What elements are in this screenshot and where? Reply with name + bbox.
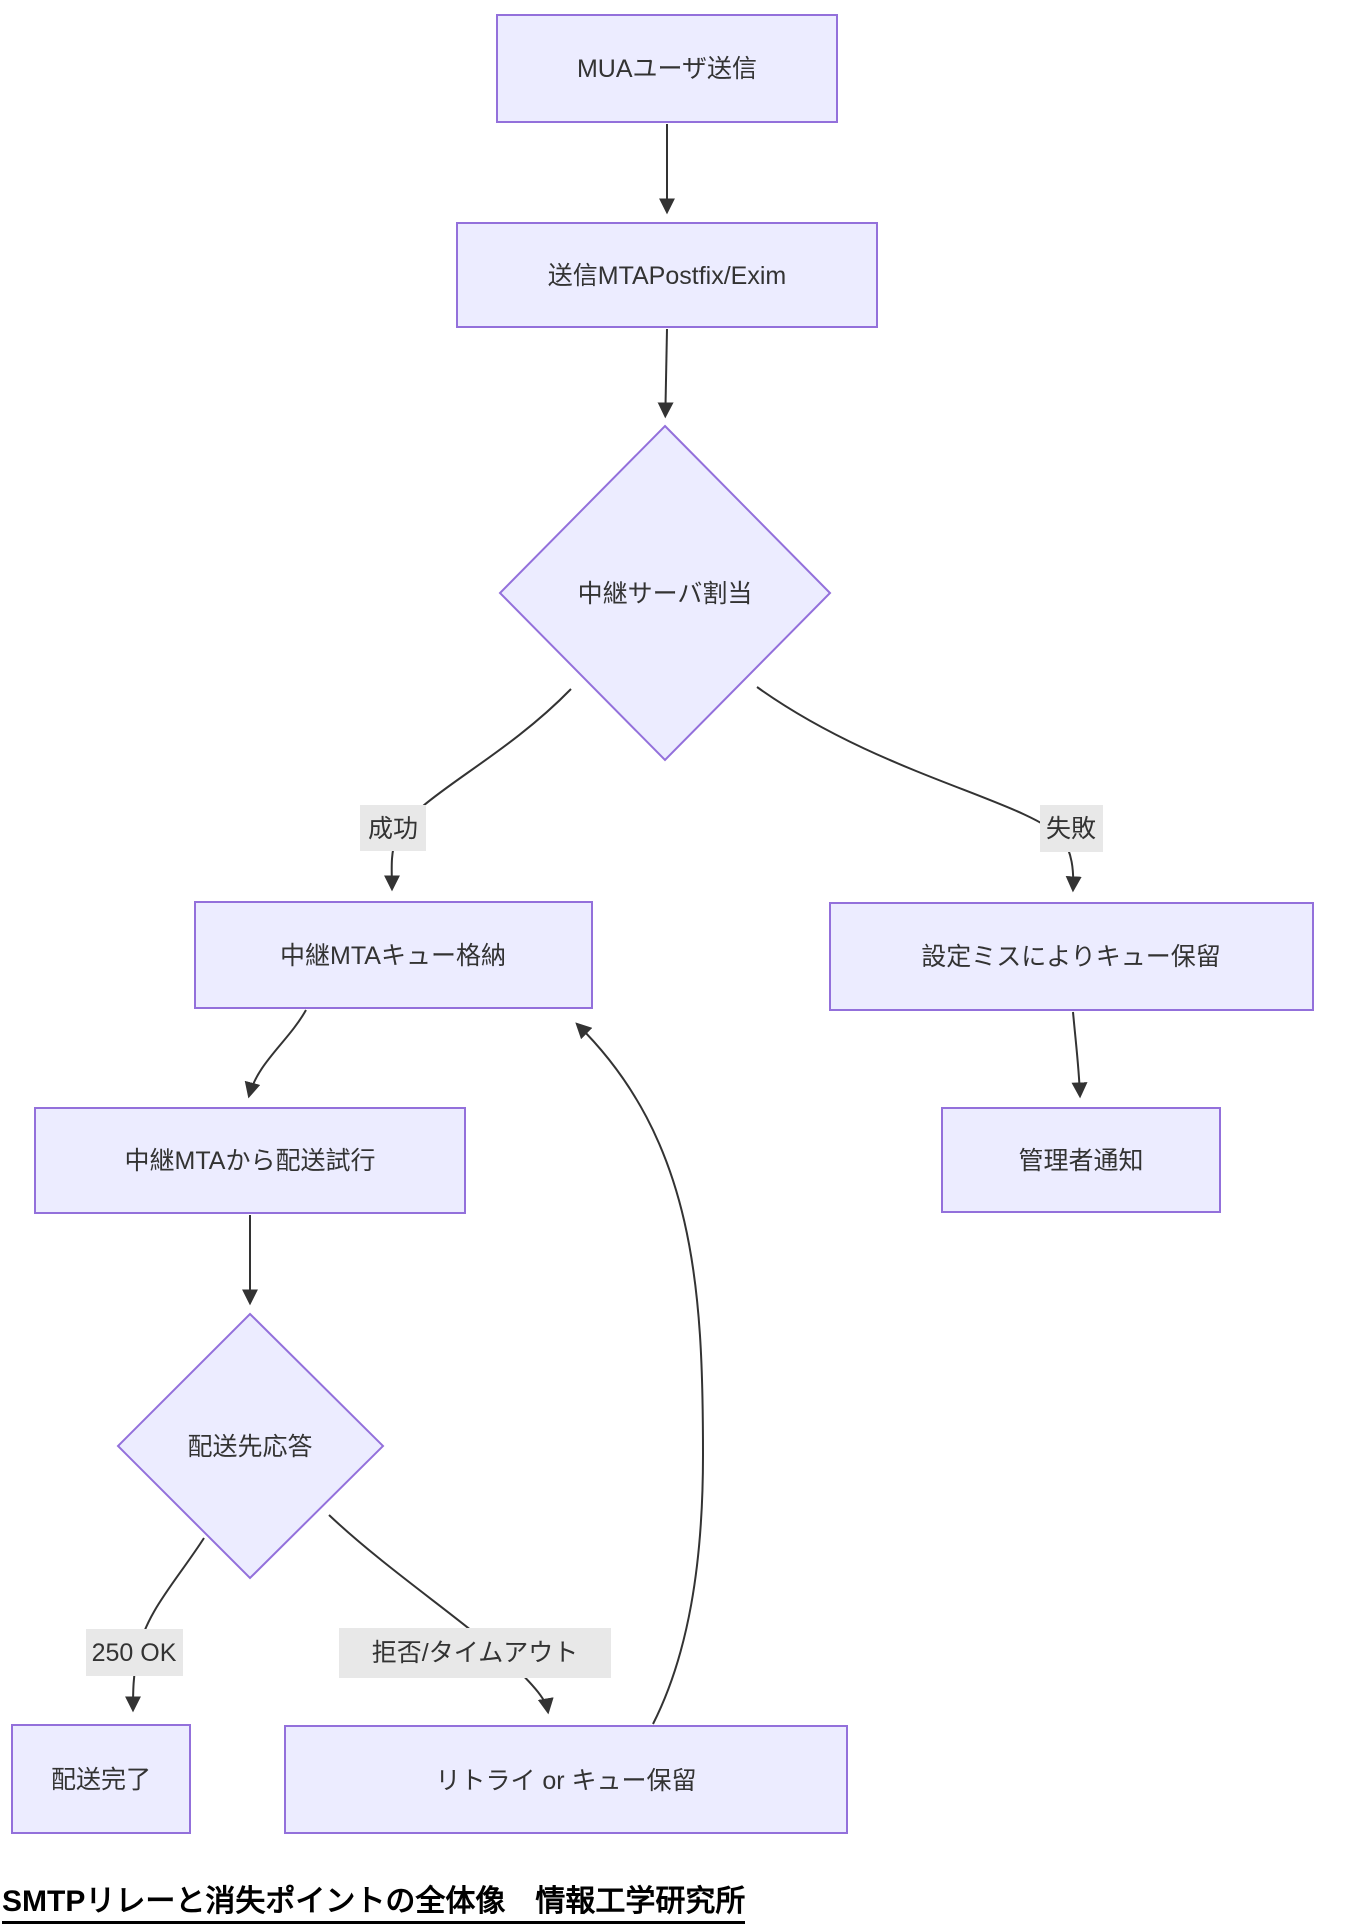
edge-retry-loop-to-relayqueue (575, 1022, 705, 1725)
diagram-title: SMTPリレーと消失ポイントの全体像 情報工学研究所 (2, 1876, 746, 1924)
node-dest-response-shape (116, 1312, 385, 1580)
edge-label-success: 成功 (360, 805, 426, 851)
node-config-miss-hold-label: 設定ミスによりキュー保留 (921, 943, 1221, 971)
edge-label-250ok-text: 250 OK (92, 1639, 177, 1667)
node-relay-queue: 中継MTAキュー格納 (194, 901, 593, 1009)
node-delivery-attempt-shape (34, 1107, 466, 1214)
node-delivery-done-label: 配送完了 (51, 1766, 151, 1794)
node-mua-label: MUAユーザ送信 (577, 55, 757, 83)
edge-relayassign-success (383, 688, 572, 892)
edge-label-reject-timeout-text: 拒否/タイムアウト (372, 1639, 578, 1667)
edge-label-reject-timeout-bg (339, 1628, 611, 1678)
node-send-mta-shape (456, 222, 878, 328)
edge-relayqueue-to-attempt (244, 1009, 307, 1099)
edge-label-success-bg (360, 805, 426, 851)
node-delivery-done: 配送完了 (11, 1724, 191, 1834)
edge-label-250ok: 250 OK (86, 1629, 183, 1676)
node-delivery-attempt-label: 中継MTAから配送試行 (125, 1147, 376, 1175)
edge-label-250ok-bg (86, 1629, 183, 1676)
edge-response-250ok (125, 1537, 205, 1713)
node-relay-assign-label: 中継サーバ割当 (578, 580, 753, 608)
edge-label-reject-timeout: 拒否/タイムアウト (339, 1628, 611, 1678)
edge-label-failure-bg (1040, 805, 1103, 852)
node-admin-notify-shape (941, 1107, 1221, 1213)
node-dest-response-label: 配送先応答 (187, 1433, 312, 1461)
node-retry-hold-shape (284, 1725, 848, 1834)
node-delivery-attempt: 中継MTAから配送試行 (34, 1107, 466, 1214)
node-relay-queue-shape (194, 901, 593, 1009)
node-send-mta: 送信MTAPostfix/Exim (456, 222, 878, 328)
node-relay-assign: 中継サーバ割当 (498, 424, 832, 762)
node-config-miss-hold-shape (829, 902, 1314, 1011)
node-admin-notify: 管理者通知 (941, 1107, 1221, 1213)
edge-configmiss-to-adminnotify (1071, 1011, 1088, 1099)
edge-label-success-text: 成功 (368, 815, 418, 843)
node-retry-hold: リトライ or キュー保留 (284, 1725, 848, 1834)
node-retry-hold-label: リトライ or キュー保留 (435, 1767, 696, 1795)
edge-relayassign-failure (756, 686, 1082, 893)
node-send-mta-label: 送信MTAPostfix/Exim (548, 262, 786, 290)
node-dest-response: 配送先応答 (116, 1312, 385, 1580)
node-admin-notify-label: 管理者通知 (1018, 1147, 1143, 1175)
node-delivery-done-shape (11, 1724, 191, 1834)
node-mua: MUAユーザ送信 (496, 14, 838, 123)
edge-sendmta-to-relayassign (657, 328, 674, 419)
edge-response-reject (328, 1514, 554, 1715)
node-config-miss-hold: 設定ミスによりキュー保留 (829, 902, 1314, 1011)
node-relay-queue-label: 中継MTAキュー格納 (280, 942, 506, 970)
node-mua-shape (496, 14, 838, 123)
node-relay-assign-shape (498, 424, 832, 762)
edge-label-failure: 失敗 (1040, 805, 1103, 852)
edge-label-failure-text: 失敗 (1046, 815, 1096, 843)
diagram-title-text: SMTPリレーと消失ポイントの全体像 情報工学研究所 (2, 1885, 746, 1924)
